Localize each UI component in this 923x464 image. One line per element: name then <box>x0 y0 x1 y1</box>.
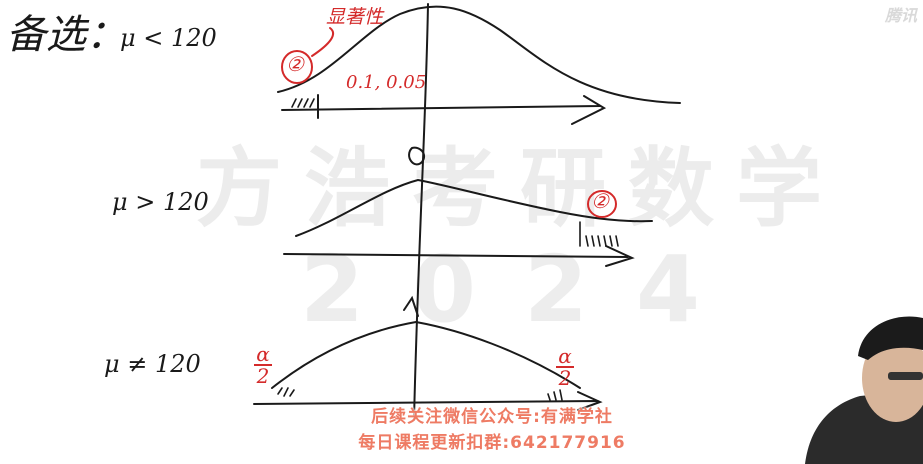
subtitle-line-2: 每日课程更新扣群:642177916 <box>358 433 626 453</box>
subtitle-line-1: 后续关注微信公众号:有满学社 <box>371 407 613 427</box>
significance-levels: 0.1, 0.05 <box>346 72 427 93</box>
alpha-numerator-right: α <box>558 344 572 368</box>
red-circle-1 <box>281 50 313 84</box>
center-line <box>403 3 429 421</box>
axis-1 <box>281 95 607 125</box>
circled-two-2: ② <box>591 189 609 213</box>
density-curve-2 <box>295 178 653 237</box>
tencent-video-logo: 腾讯 <box>884 6 917 25</box>
brand-watermark: 方浩考研数学 <box>196 139 844 239</box>
red-circle-2 <box>587 190 617 218</box>
axis-2 <box>283 245 635 267</box>
right-tail-sketch <box>283 178 653 267</box>
red-label-significance: 显著性 <box>326 6 384 28</box>
alpha-denominator-left: 2 <box>254 364 272 386</box>
axis-3 <box>253 391 603 411</box>
alpha-half-left: α 2 <box>254 344 272 386</box>
circled-two-1: ② <box>286 52 304 76</box>
density-curve-1 <box>277 5 681 104</box>
presenter <box>805 316 923 464</box>
alpha-denominator-right: 2 <box>556 366 574 388</box>
condition-mu-less: μ < 120 <box>120 24 217 52</box>
density-curve-3 <box>271 320 581 389</box>
alpha-numerator-left: α <box>256 342 270 366</box>
alternative-heading: 备选： <box>6 12 126 58</box>
condition-mu-greater: μ > 120 <box>112 188 209 216</box>
left-tail-sketch <box>277 5 681 125</box>
red-annotations <box>281 27 617 218</box>
condition-mu-not-equal: μ ≠ 120 <box>104 350 201 378</box>
two-tail-sketch <box>253 320 603 411</box>
alpha-half-right: α 2 <box>556 346 574 388</box>
